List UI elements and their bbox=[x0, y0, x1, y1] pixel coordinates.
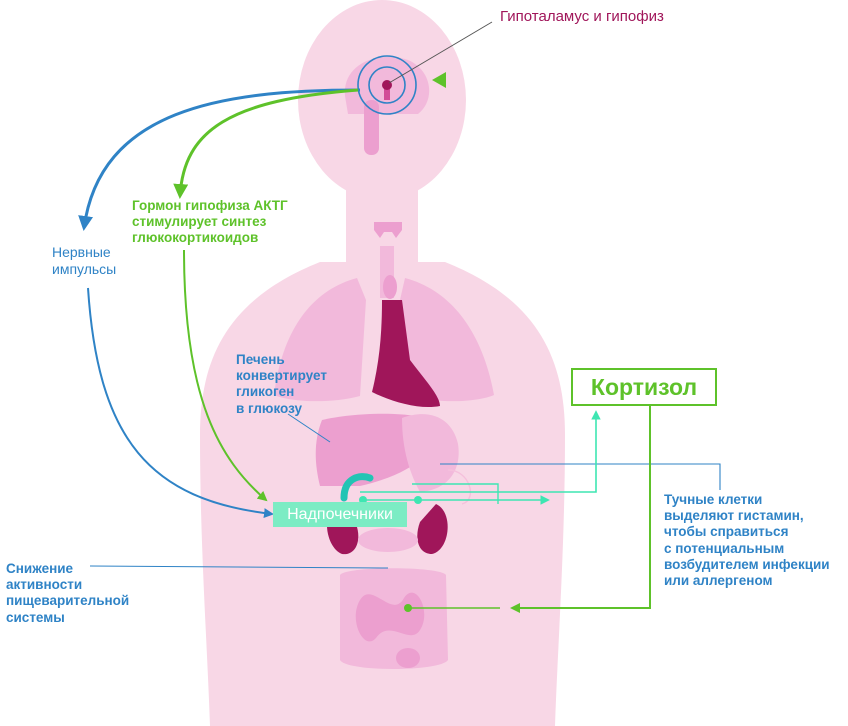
stomach bbox=[402, 414, 459, 492]
cortisol-box: Кортизол bbox=[571, 368, 717, 406]
right-lung bbox=[400, 278, 494, 402]
acth-arrow-bottom bbox=[183, 249, 268, 502]
hypothalamus-pointer-icon bbox=[432, 72, 446, 88]
rectum bbox=[396, 648, 420, 668]
left-lung bbox=[274, 278, 366, 402]
mast-cells-label: Тучные клетки выделяют гистамин, чтобы с… bbox=[664, 492, 830, 588]
liver-leader-line bbox=[287, 413, 331, 443]
pituitary-gland bbox=[382, 80, 392, 90]
adrenal-to-cortisol-arrow bbox=[360, 410, 601, 493]
pancreas bbox=[358, 528, 418, 552]
adrenals-box: Надпочечники bbox=[273, 502, 407, 527]
nerve-impulse-arrow-top bbox=[78, 88, 361, 231]
digestion-leader-line bbox=[89, 565, 389, 569]
cortisol-to-digestion-arrow bbox=[510, 406, 651, 613]
digestion-dot bbox=[404, 604, 412, 612]
nerve-impulse-arrow-bottom bbox=[87, 287, 274, 519]
digestion-label: Снижение активности пищеварительной сист… bbox=[6, 561, 130, 625]
brainstem bbox=[364, 100, 379, 155]
acth-arrow-top bbox=[173, 88, 359, 199]
nerve-impulses-label: Нервные импульсы bbox=[52, 244, 117, 277]
right-kidney bbox=[417, 504, 448, 554]
adrenal-gland bbox=[340, 473, 374, 502]
adrenal-cross-line bbox=[412, 483, 499, 504]
esophagus-top bbox=[383, 275, 397, 299]
hypothalamus-leader-line bbox=[388, 21, 493, 84]
thyroid bbox=[374, 222, 402, 238]
hypothalamus-outer-ring bbox=[357, 55, 417, 115]
hypothalamus-label: Гипоталамус и гипофиз bbox=[500, 8, 664, 25]
adrenal-dot-right bbox=[414, 496, 422, 504]
mast-cell-outline bbox=[447, 469, 472, 505]
acth-label: Гормон гипофиза АКТГ стимулирует синтез … bbox=[132, 198, 288, 246]
hypothalamus-inner-ring bbox=[368, 66, 406, 104]
pituitary-stalk bbox=[384, 86, 390, 100]
heart bbox=[372, 300, 440, 408]
mast-cells-leader-line bbox=[440, 463, 721, 490]
liver-label: Печень конвертирует гликоген в глюкозу bbox=[236, 352, 327, 416]
